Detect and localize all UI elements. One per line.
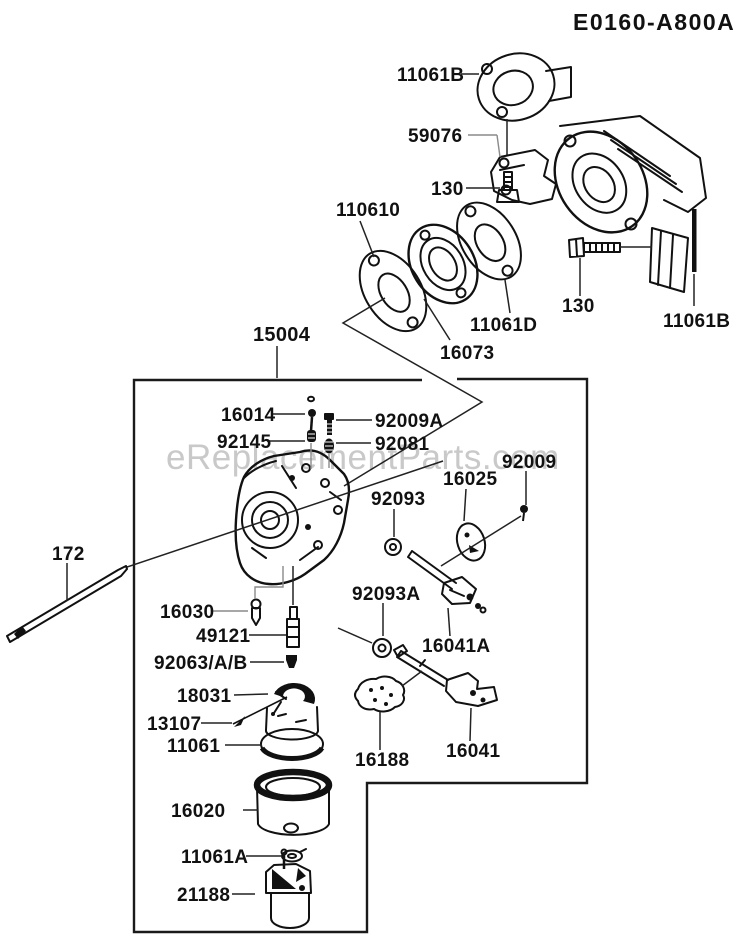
rod-drawing: 172 — [6, 544, 128, 643]
part-label-carburetor-assy: 15004 — [253, 324, 311, 346]
pilot-screw-drawing: 16014 — [221, 395, 316, 432]
pilot-spring-drawing: 92145 — [217, 430, 316, 469]
part-label-fuel-solenoid: 21188 — [177, 885, 230, 906]
detail-box: 15004 — [132, 324, 589, 934]
part-label-choke-seal: 92093 — [371, 489, 425, 510]
throttle-valve-drawing: 16188 — [354, 670, 423, 771]
watermark-text: eReplacementParts.com — [166, 438, 560, 477]
float-bowl-drawing: 16020 — [171, 768, 333, 836]
part-label-rod: 172 — [52, 544, 85, 565]
part-label-main-nozzle: 49121 — [196, 626, 250, 647]
part-label-throttle-seal: 92093A — [352, 584, 420, 605]
side-gasket-drawing: 11061B — [663, 209, 730, 332]
drain-gasket-drawing: 11061A — [181, 847, 307, 868]
carburetor-body-drawing — [234, 449, 351, 586]
part-label-gasket-top: 11061B — [397, 65, 464, 86]
part-label-choke-valve: 16025 — [443, 469, 497, 490]
part-label-bolt-side: 130 — [562, 296, 595, 317]
diagram-id: E0160-A800A — [573, 9, 735, 35]
side-bolt-drawing: 130 — [562, 237, 652, 317]
bowl-gasket-drawing: 11061 — [167, 728, 325, 761]
top-gasket-drawing: 11061B — [397, 52, 572, 156]
part-label-screw: 92009 — [502, 452, 556, 473]
part-label-drain-gasket: 11061A — [181, 847, 248, 868]
part-label-gasket-side: 11061B — [663, 311, 730, 332]
part-label-pilot-spring: 92145 — [217, 432, 271, 453]
part-label-insulator: 16073 — [440, 343, 494, 364]
insulator-gasket-b-drawing: 11061D — [456, 201, 537, 336]
screw-a-drawing: 92009A — [324, 411, 443, 435]
part-label-elbow: 59076 — [408, 126, 462, 147]
insulator-drawing: 16073 — [407, 223, 494, 364]
part-label-throttle-valve: 16188 — [355, 750, 409, 771]
throttle-shaft-drawing: 16041 — [393, 644, 500, 762]
part-label-float: 18031 — [177, 686, 231, 707]
part-label-choke-shaft: 16041A — [422, 636, 490, 657]
top-bolt-drawing: 130 — [431, 171, 520, 203]
throttle-seal-drawing: 92093A — [337, 584, 420, 658]
part-label-insulator-gasket-b: 11061D — [470, 315, 537, 336]
choke-seal-drawing: 92093 — [371, 489, 425, 556]
part-label-bolt-top: 130 — [431, 179, 464, 200]
part-label-float-bowl: 16020 — [171, 801, 225, 822]
callout-zigzag — [341, 297, 484, 487]
part-label-float-valve: 16030 — [160, 602, 214, 623]
spring-drawing: 92081 — [324, 434, 429, 468]
part-label-screw-a: 92009A — [375, 411, 443, 432]
part-label-float-pin: 13107 — [147, 714, 201, 735]
float-drawing: 18031 — [177, 682, 316, 716]
float-pin-drawing: 13107 — [147, 696, 288, 735]
choke-valve-drawing: 16025 — [443, 469, 497, 562]
rod-pointer-line — [126, 460, 444, 568]
insulator-gasket-a-drawing: 110610 — [336, 200, 428, 333]
float-valve-drawing: 16030 — [160, 566, 284, 626]
part-label-throttle-shaft: 16041 — [446, 741, 500, 762]
part-label-bowl-gasket: 11061 — [167, 736, 220, 757]
part-label-insulator-gasket-a: 110610 — [336, 200, 400, 221]
main-jet-drawing: 92063/A/B — [154, 653, 297, 674]
part-label-spring: 92081 — [375, 434, 429, 455]
part-label-pilot-screw: 16014 — [221, 405, 275, 426]
fuel-solenoid-drawing: 21188 — [177, 848, 312, 929]
elbow-drawing: 59076 — [408, 126, 557, 205]
manifold-drawing — [553, 115, 707, 293]
part-label-main-jet: 92063/A/B — [154, 653, 248, 674]
screw-drawing: 92009 — [440, 452, 556, 567]
main-nozzle-drawing: 49121 — [196, 566, 300, 648]
choke-shaft-drawing: 16041A — [407, 550, 490, 657]
